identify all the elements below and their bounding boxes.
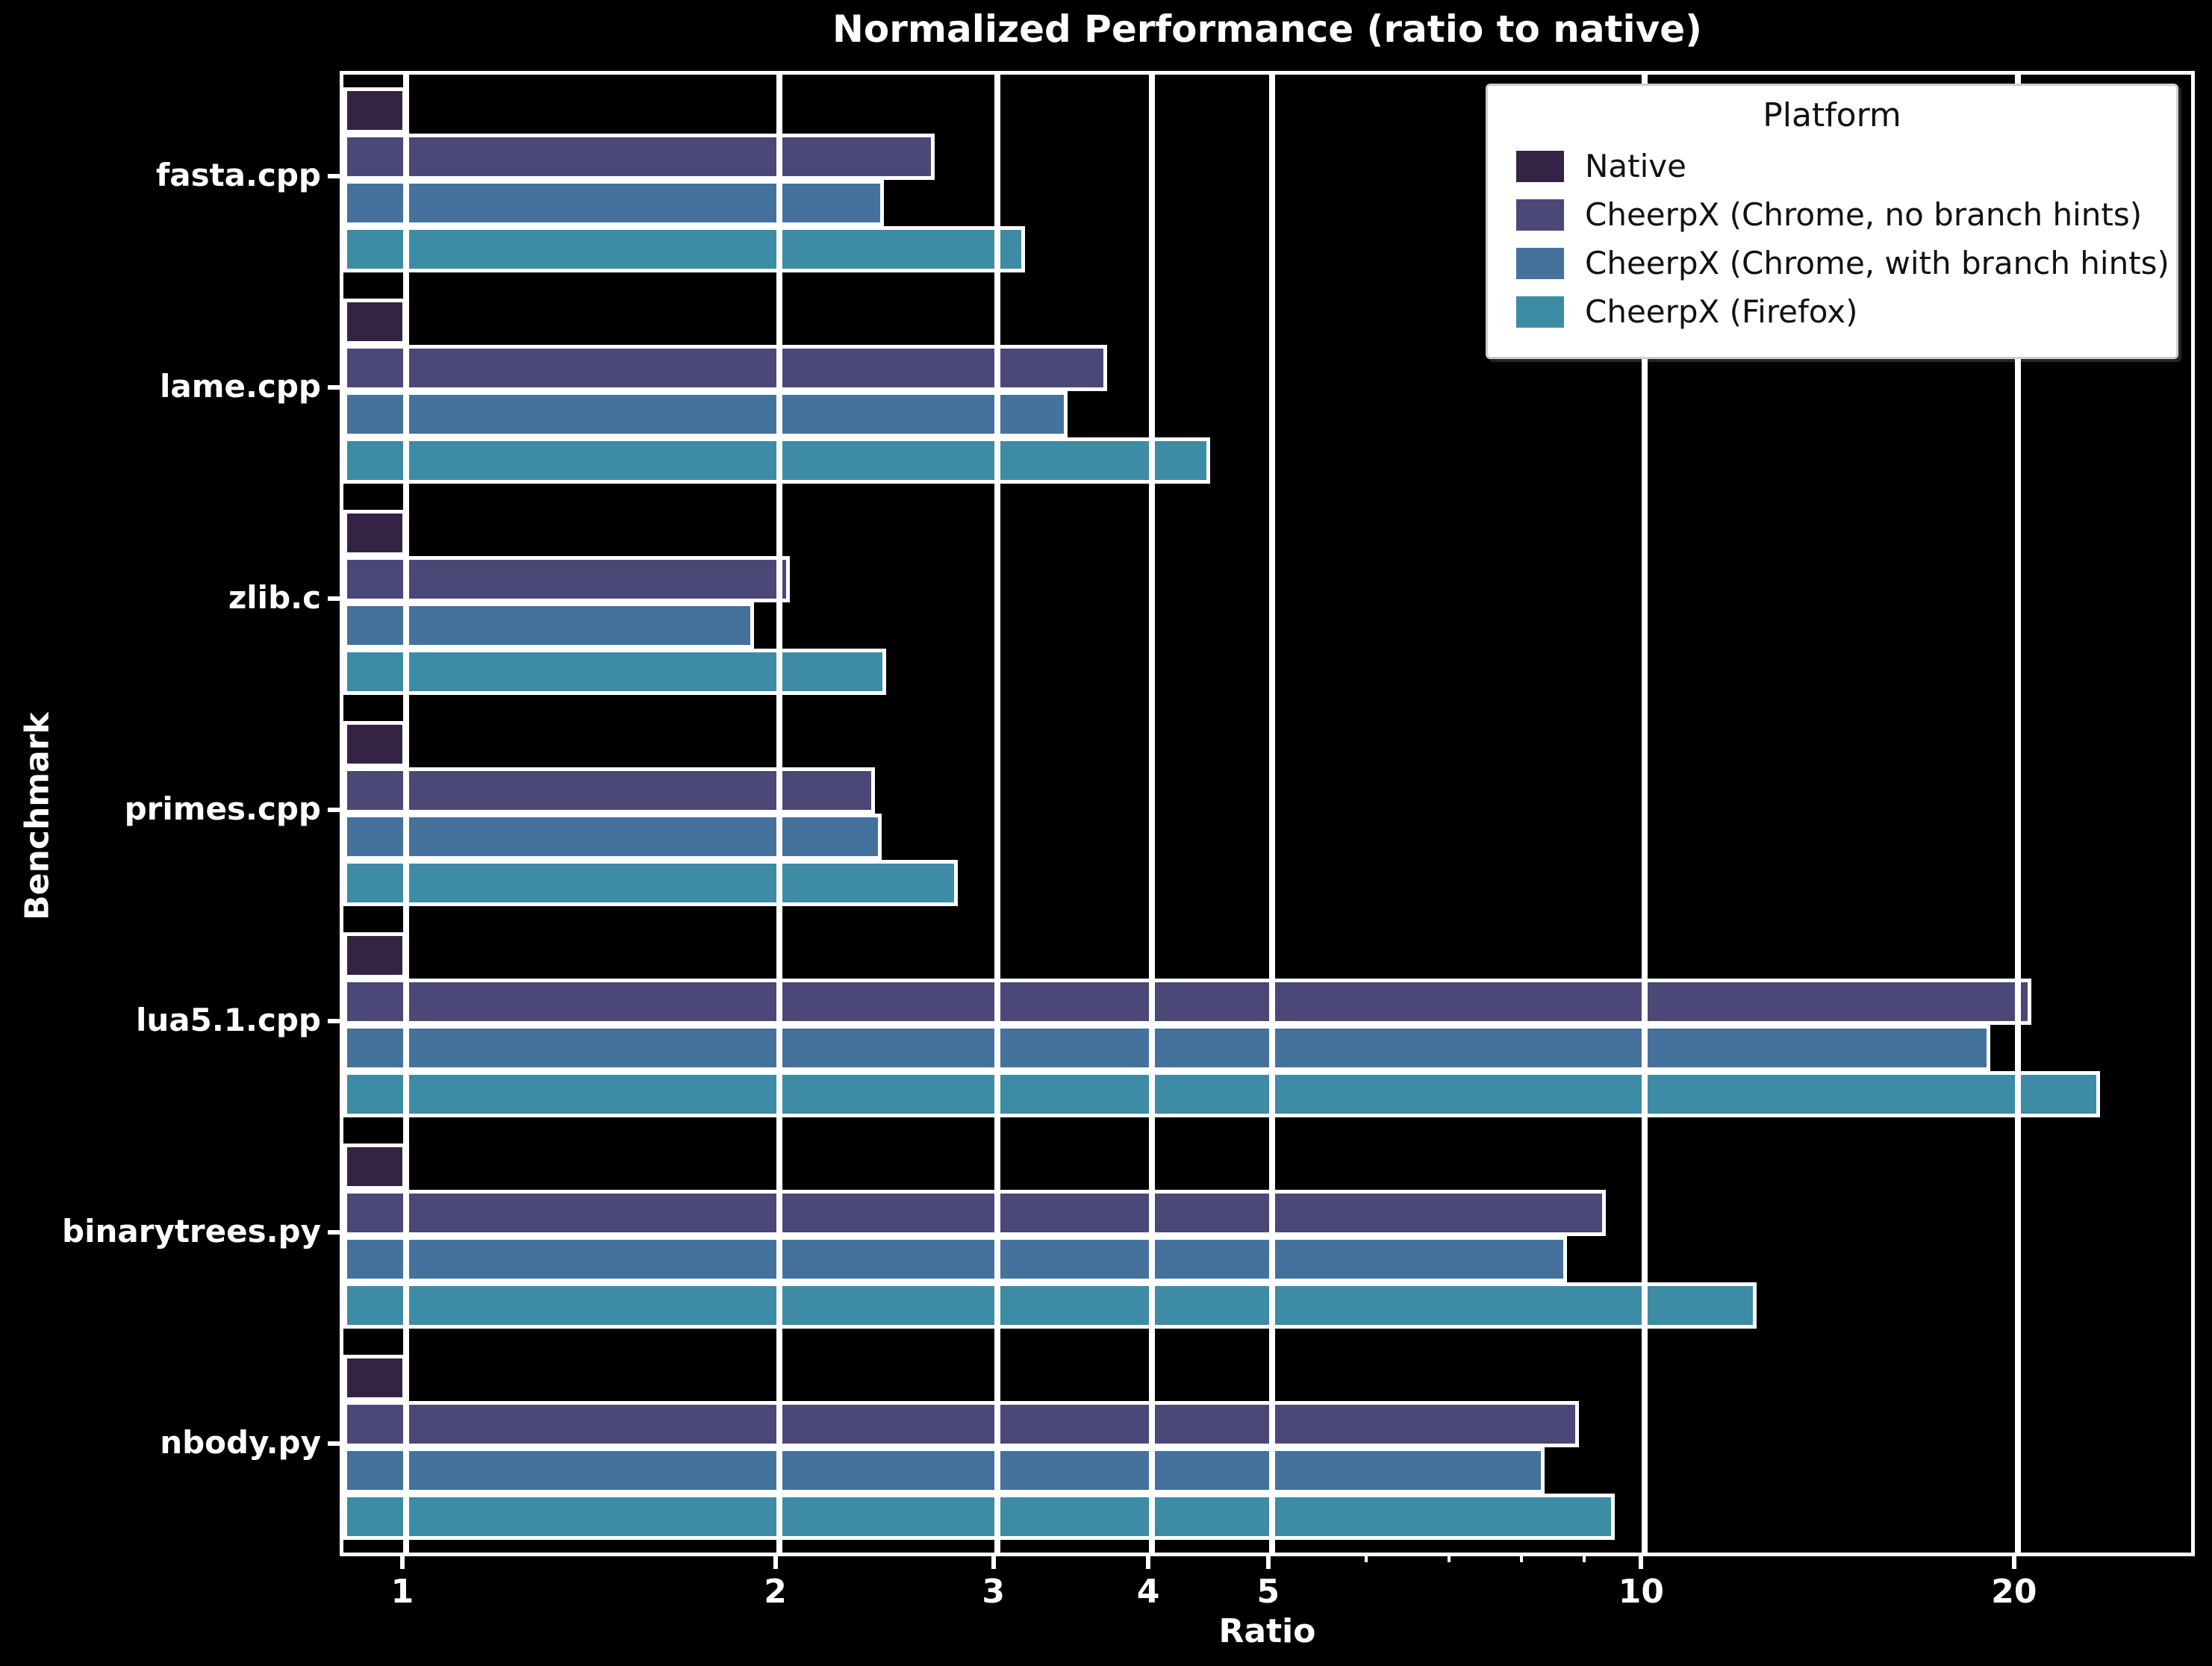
bar-lua5.1.cpp-series-0	[343, 932, 406, 979]
gridline-x-10	[1642, 75, 1648, 1553]
bar-lua5.1.cpp-series-1	[343, 978, 2031, 1025]
bar-zlib.c-series-1	[343, 556, 790, 603]
legend-item-1: CheerpX (Chrome, no branch hints)	[1516, 196, 2161, 233]
bar-primes.cpp-series-3	[343, 860, 959, 906]
legend-label: Native	[1585, 148, 1686, 184]
legend-item-2: CheerpX (Chrome, with branch hints)	[1516, 245, 2169, 281]
bar-zlib.c-series-3	[343, 649, 886, 696]
xtick-minor-mark	[1365, 1553, 1368, 1562]
legend-label: CheerpX (Firefox)	[1585, 293, 1858, 330]
chart-title: Normalized Performance (ratio to native)	[832, 7, 1702, 51]
ytick-label-binarytrees.py: binarytrees.py	[62, 1212, 321, 1250]
xtick-label-5: 5	[1256, 1573, 1280, 1611]
gridline-x-4	[1149, 75, 1156, 1553]
xtick-mark	[991, 1553, 996, 1569]
xtick-label-3: 3	[982, 1573, 1006, 1611]
bar-lua5.1.cpp-series-2	[343, 1024, 1990, 1071]
bar-fasta.cpp-series-3	[343, 226, 1026, 273]
bar-lame.cpp-series-0	[343, 299, 406, 346]
xtick-label-10: 10	[1618, 1573, 1664, 1611]
legend-title: Platform	[1763, 96, 1901, 134]
ytick-mark	[328, 174, 340, 179]
xtick-mark	[1639, 1553, 1644, 1569]
legend-item-3: CheerpX (Firefox)	[1516, 293, 2161, 330]
x-axis-label: Ratio	[1218, 1612, 1316, 1650]
ytick-mark	[328, 1018, 340, 1023]
bar-nbody.py-series-2	[343, 1447, 1545, 1494]
xtick-mark	[399, 1553, 405, 1569]
gridline-x-3	[994, 75, 1000, 1553]
xtick-minor-mark	[1448, 1553, 1451, 1562]
ytick-mark	[328, 1441, 340, 1446]
gridline-x-1	[402, 75, 409, 1553]
bar-binarytrees.py-series-1	[343, 1189, 1607, 1236]
xtick-mark	[1265, 1553, 1271, 1569]
bar-fasta.cpp-series-1	[343, 134, 935, 181]
ytick-mark	[328, 808, 340, 812]
xtick-minor-mark	[1519, 1553, 1523, 1562]
ytick-mark	[328, 1229, 340, 1235]
ytick-mark	[328, 596, 340, 602]
bar-binarytrees.py-series-3	[343, 1282, 1757, 1329]
legend-label: CheerpX (Chrome, no branch hints)	[1585, 196, 2143, 233]
xtick-label-2: 2	[764, 1573, 787, 1611]
bar-fasta.cpp-series-0	[343, 87, 406, 134]
bar-zlib.c-series-2	[343, 602, 755, 649]
bar-primes.cpp-series-2	[343, 814, 882, 860]
legend-item-0: Native	[1516, 148, 2161, 184]
ytick-label-lua5.1.cpp: lua5.1.cpp	[135, 1001, 321, 1038]
legend-label: CheerpX (Chrome, with branch hints)	[1585, 245, 2169, 281]
bar-lua5.1.cpp-series-3	[343, 1070, 2100, 1117]
xtick-label-1: 1	[390, 1573, 414, 1611]
bar-nbody.py-series-0	[343, 1354, 406, 1401]
bar-fasta.cpp-series-2	[343, 180, 884, 227]
legend-swatch-icon	[1516, 296, 1564, 328]
xtick-label-20: 20	[1991, 1573, 2037, 1611]
legend-swatch-icon	[1516, 247, 1564, 279]
bar-primes.cpp-series-1	[343, 767, 875, 814]
xtick-minor-mark	[1583, 1553, 1586, 1562]
bar-binarytrees.py-series-2	[343, 1235, 1567, 1282]
ytick-mark	[328, 385, 340, 390]
ytick-label-lame.cpp: lame.cpp	[160, 368, 321, 405]
bar-nbody.py-series-1	[343, 1400, 1580, 1447]
xtick-mark	[1146, 1553, 1151, 1569]
gridline-x-5	[1268, 75, 1275, 1553]
legend-swatch-icon	[1516, 199, 1564, 231]
bar-lame.cpp-series-2	[343, 391, 1068, 438]
ytick-label-primes.cpp: primes.cpp	[124, 790, 321, 827]
ytick-label-nbody.py: nbody.py	[160, 1423, 321, 1461]
bar-lame.cpp-series-1	[343, 345, 1107, 392]
legend-swatch-icon	[1516, 150, 1564, 182]
bar-nbody.py-series-3	[343, 1493, 1615, 1540]
gridline-x-20	[2014, 75, 2021, 1553]
xtick-mark	[2011, 1553, 2016, 1569]
bar-primes.cpp-series-0	[343, 721, 406, 767]
xtick-label-4: 4	[1136, 1573, 1160, 1611]
bar-binarytrees.py-series-0	[343, 1143, 406, 1190]
xtick-mark	[773, 1553, 778, 1569]
ytick-label-zlib.c: zlib.c	[228, 579, 321, 617]
bar-zlib.c-series-0	[343, 510, 406, 557]
ytick-label-fasta.cpp: fasta.cpp	[155, 157, 321, 194]
gridline-x-2	[776, 75, 782, 1553]
